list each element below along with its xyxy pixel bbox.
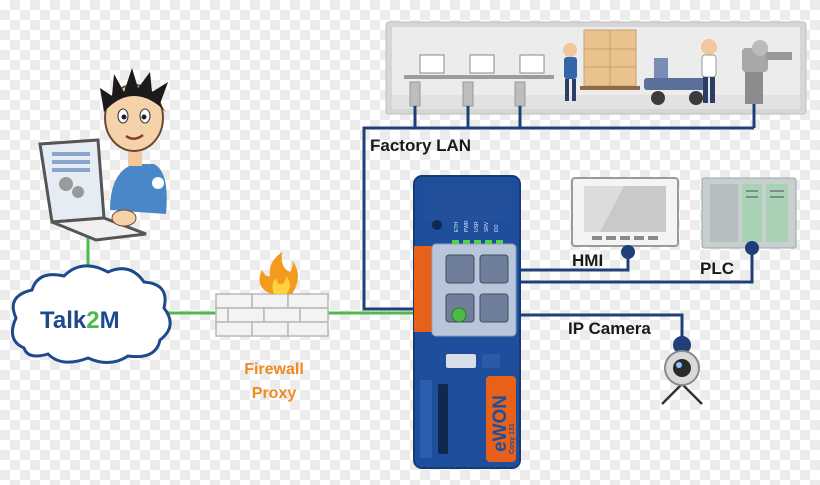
hmi-port-dot	[621, 245, 635, 259]
firewall-icon	[215, 252, 329, 337]
plc-rack-icon	[701, 177, 797, 249]
led-label: ETH	[454, 222, 460, 232]
cloud-icon	[10, 264, 172, 364]
hmi-label: HMI	[572, 251, 603, 270]
factory-lan-label: Factory LAN	[370, 136, 471, 155]
led-label: DO	[494, 224, 500, 232]
factory-icon	[385, 21, 807, 115]
ip-camera-label: IP Camera	[568, 319, 651, 338]
plc-port-dot	[745, 241, 759, 255]
device-model: Cosy 131	[509, 423, 516, 454]
device-brand: eWON	[490, 395, 511, 452]
firewall-label: Firewall	[244, 361, 304, 378]
plc-label: PLC	[700, 259, 734, 278]
led-label: USR	[474, 221, 480, 232]
hmi-monitor-icon	[571, 177, 679, 247]
router-device-icon	[413, 175, 521, 469]
ip-camera-icon	[661, 336, 703, 405]
cloud-brand-text: Talk2M	[40, 307, 120, 334]
led-label: SRV	[484, 221, 490, 232]
person-icon	[100, 68, 168, 227]
proxy-label: Proxy	[252, 385, 297, 402]
led-label: PWR	[464, 220, 470, 232]
device-led-labels: ETH PWR USR SRV DO	[454, 220, 500, 232]
laptop-icon	[38, 138, 147, 242]
